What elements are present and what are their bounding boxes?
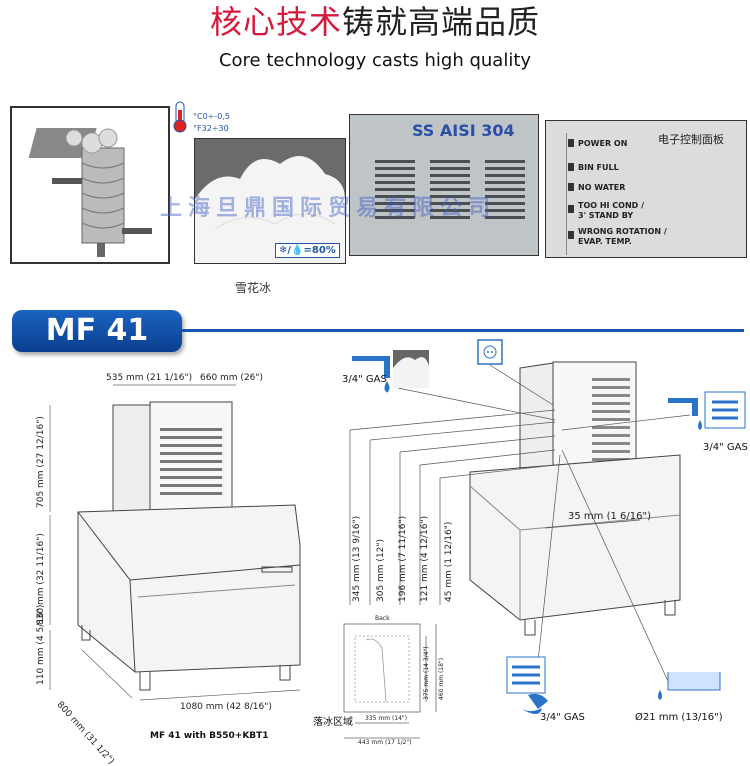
dim-depth-top: 660 mm (26") [200,373,264,383]
indicator-too-hi-cond: TOO HI COND / [578,201,645,210]
indicator-leds [568,139,574,239]
snow-ice-illustration [195,139,345,263]
title-red: 核心技术 [209,3,342,41]
drop-zone-diagram [343,623,437,739]
stainless-steel-image: SS AISI 304 [349,114,539,256]
drop-zone-back: Back [375,615,390,622]
drop-zone-depth-inner: 375 mm (14 3/4") [423,646,430,700]
drain-size-label: Ø21 mm (13/16") [635,712,723,723]
indicator-evap-temp: EVAP. TEMP. [578,237,632,246]
condenser-drain-icon [506,656,548,714]
height-45: 45 mm (1 12/16") [444,521,454,602]
indicator-no-water: NO WATER [578,183,626,192]
temp-range-1: °C0÷-0,5 [193,112,230,121]
snow-ice-image: ❄/💧=80% [194,138,346,264]
drop-zone-width-outer: 443 mm (17 1/2") [358,739,412,746]
height-121: 121 mm (4 12/16") [420,515,430,602]
control-panel-label: 电子控制面板 [658,133,724,146]
drawing-caption: MF 41 with B550+KBT1 [150,731,269,741]
height-196: 196 mm (7 11/16") [398,515,408,602]
indicator-power-on: POWER ON [578,139,628,148]
drop-zone-label: 落冰区域 [313,717,353,728]
control-panel-image: 电子控制面板 POWER ON BIN FULL NO WATER TOO HI… [545,120,747,258]
title-dark: 铸就高端品质 [342,3,541,41]
dim-height-legs: 110 mm (4 5/16") [36,604,46,685]
page-title: 核心技术铸就高端品质 [0,2,750,42]
gas-label-bottom: 3/4" GAS [540,712,585,723]
steel-label: SS AISI 304 [412,121,515,140]
dim-width-bin: 1080 mm (42 8/16") [180,702,272,712]
right-machine-outline [469,361,681,636]
drain-tray-icon [658,672,721,700]
snowflake-icon: ❄/💧 [279,245,304,256]
snow-ice-thumbnail [393,350,429,388]
dim-height-top: 705 mm (27 12/16") [36,416,46,508]
left-dimension-lines [49,384,301,701]
snow-ice-caption: 雪花冰 [235,281,272,295]
gas-label-right: 3/4" GAS [703,442,748,453]
drop-zone-depth-outer: 460 mm (18") [438,657,445,700]
indicator-bin-full: BIN FULL [578,163,619,172]
height-305: 305 mm (12") [376,538,386,602]
model-divider [182,329,744,332]
left-machine-outline [77,401,301,691]
vent-grille [375,160,525,219]
model-tab: MF 41 [12,310,182,352]
drop-zone-width-inner: 335 mm (14") [365,715,408,722]
humidity-badge: ❄/💧=80% [275,243,340,258]
temp-range-2: °F32÷30 [193,124,229,133]
offset-label: 35 mm (1 6/16") [568,511,651,522]
company-watermark: 上海旦鼎国际贸易有限公司 [160,195,497,221]
height-345: 345 mm (13 9/16") [352,515,362,602]
dim-width-top: 535 mm (21 1/16") [106,373,193,383]
evaporator-image [10,106,170,264]
gas-label-top-left: 3/4" GAS [342,374,387,385]
right-leader-lines [349,364,691,691]
faucet-icon-top-left [352,356,390,393]
faucet-icon-right [668,391,746,430]
page-subtitle: Core technology casts high quality [218,50,532,71]
indicator-wrong-rotation: WRONG ROTATION / [578,227,667,236]
electrical-plug-icon [477,339,503,365]
indicator-standby: 3' STAND BY [578,211,634,220]
evaporator-illustration [28,128,152,257]
